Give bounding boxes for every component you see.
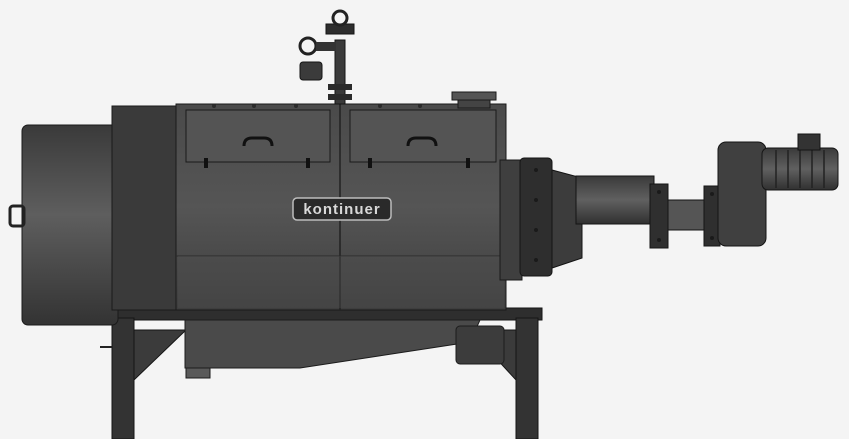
gearbox	[717, 141, 767, 247]
main-housing: kontinuer	[111, 103, 507, 311]
right-hatch-handle	[406, 136, 438, 147]
right-hatch	[349, 109, 497, 163]
top-valve-assembly	[298, 9, 355, 105]
drum-handle	[8, 204, 26, 228]
brand-label: kontinuer	[303, 201, 380, 218]
left-hatch	[185, 109, 331, 163]
left-drum	[8, 124, 119, 326]
left-hatch-handle	[242, 136, 274, 147]
lower-motor	[455, 325, 505, 365]
bottom-trough	[184, 319, 505, 379]
valve-wheel-icon	[298, 36, 318, 56]
valve-wheel-icon	[331, 9, 349, 27]
brand-logo: kontinuer	[292, 197, 392, 221]
drive-assembly	[499, 133, 839, 281]
top-nozzle	[451, 91, 497, 109]
